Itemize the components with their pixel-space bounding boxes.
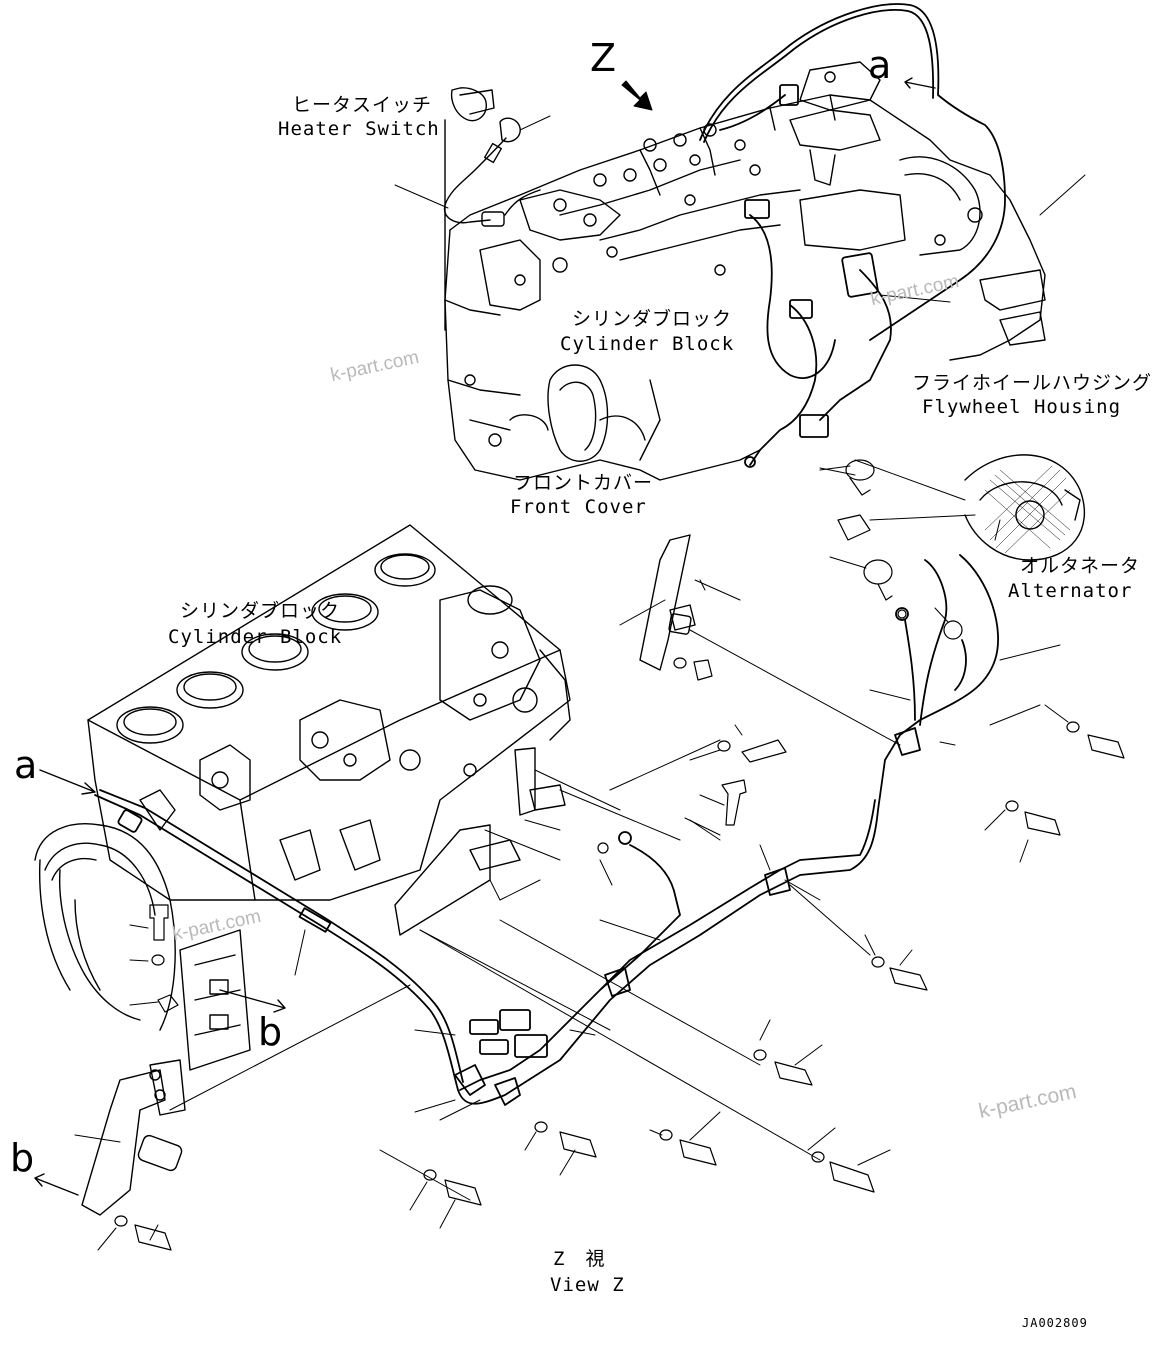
view-z-marker: Z — [590, 36, 617, 80]
cylinder-block-top-label-en: Cylinder Block — [560, 333, 735, 355]
view-direction-arrow — [621, 80, 653, 111]
front-cover-label-jp: フロントカバー — [513, 472, 654, 494]
alternator-label-en: Alternator — [1008, 580, 1133, 602]
upper-engine — [444, 61, 1046, 481]
view-z-label-jp: Z 視 — [553, 1248, 606, 1270]
flywheel-housing-label-jp: フライホイールハウジング — [912, 372, 1153, 394]
lower-cylinder-block — [87, 524, 571, 901]
front-cover-label-en: Front Cover — [510, 496, 647, 518]
reference-mark-b-mid: b — [258, 1010, 283, 1054]
flywheel-housing-label-en: Flywheel Housing — [922, 396, 1122, 418]
upper-leader-lines — [394, 115, 1086, 476]
arrow-a-top — [904, 77, 936, 89]
alternator-label-jp: オルタネータ — [1020, 555, 1141, 577]
cylinder-block-top-label-jp: シリンダブロック — [572, 308, 733, 330]
cylinder-block-bottom-label-en: Cylinder Block — [168, 626, 343, 648]
lower-wire-harness — [94, 554, 999, 1106]
reference-arrows — [34, 769, 286, 1196]
drawing-code: JA002809 — [1022, 1316, 1088, 1330]
heater-switch — [443, 87, 541, 331]
bolts-washers — [114, 459, 1125, 1251]
brackets — [81, 534, 696, 1216]
heater-switch-label-en: Heater Switch — [278, 118, 440, 140]
reference-mark-a-left: a — [14, 743, 38, 787]
left-flywheel — [34, 823, 251, 1071]
alternator — [964, 454, 1085, 561]
view-z-label-en: View Z — [550, 1274, 625, 1296]
lower-leader-lines — [74, 459, 1069, 1251]
upper-wire-harness — [699, 3, 1006, 468]
cylinder-block-bottom-label-jp: シリンダブロック — [180, 600, 341, 622]
heater-switch-label-jp: ヒータスイッチ — [292, 94, 433, 116]
reference-mark-a-top: a — [868, 43, 892, 87]
reference-mark-b-left: b — [10, 1136, 35, 1180]
